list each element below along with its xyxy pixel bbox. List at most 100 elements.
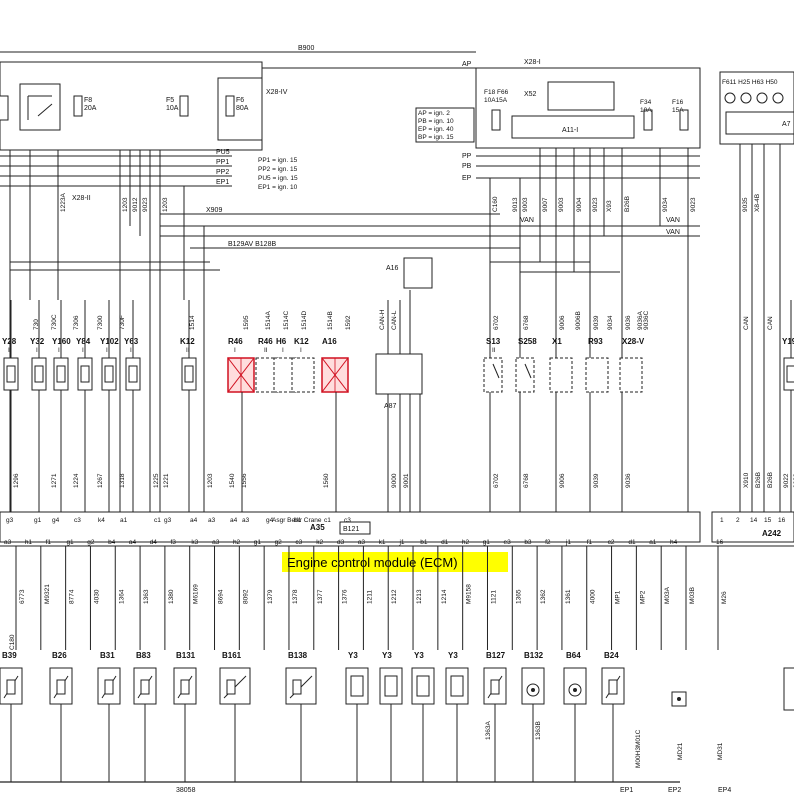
component-pin: II [492,347,496,354]
svg-text:20A: 20A [84,105,97,112]
bus-wire-number: 1556 [241,473,248,488]
top-wire-number: X8-4B [754,194,761,212]
component-name: R46 [228,337,243,346]
top-wire-number: 9023 [142,197,149,212]
top-wire-number: 1203 [162,197,169,212]
ecm-pin: k1 [379,539,386,546]
svg-text:EP1: EP1 [216,179,229,186]
ecm-pin: h4 [670,539,678,546]
mid-wire-number: CAN-L [391,310,398,330]
ecm-pin: j1 [398,539,404,546]
ecm-pin: b3 [524,539,532,546]
top-wire-number: 9013 [512,197,519,212]
svg-text:10A: 10A [640,107,652,114]
solenoid-winding [104,365,114,383]
mid-wire-number: 9036 [625,315,632,330]
component-name: K12 [294,337,309,346]
ecm-pin: g3 [6,517,14,524]
bottom-wire-number: MP2 [639,590,646,604]
top-wire-number: 9023 [592,197,599,212]
x28-iv-label: X28-IV [266,89,288,96]
ecm-pin: d4 [150,539,158,546]
svg-text:PP2: PP2 [216,169,229,176]
svg-text:F18 F66: F18 F66 [484,89,509,96]
bottom-wire-number: M6169 [193,584,200,604]
legend-mid: AP = ign. 2 PB = ign. 10 EP = ign. 40 BP… [415,107,475,143]
bottom-wire-number: 4000 [590,589,597,604]
component-name: X1 [552,337,562,346]
svg-text:BP = ign. 15: BP = ign. 15 [418,134,454,141]
mid-wire-number: CAN [767,316,774,330]
relay-coil [0,95,9,121]
top-wire-number: 9004 [576,197,583,212]
bus-wire-number: 1560 [323,473,330,488]
b129-label: B129AV B128B [228,241,276,248]
top-wire-number: 1223A [60,193,67,212]
mid-wire-number: 1514 [189,315,196,330]
sensor-name: Y3 [348,651,358,660]
sensor-b31: B31 [97,651,121,782]
component-name: R93 [588,337,603,346]
sensor-y3: Y3 [445,651,469,782]
bus-wire-number: 1203 [207,473,214,488]
bus-wire-number: 9001 [403,473,410,488]
svg-text:80A: 80A [236,105,249,112]
ecm-pin: f1 [46,539,52,546]
ep4-label: EP4 [718,787,731,794]
bus-wire-number: 1318 [119,473,126,488]
sensor-b83: B83 [133,651,157,782]
sensor-name: B131 [176,651,196,660]
component-name: X28-V [622,337,645,346]
sensor-b138: B138 [285,651,317,782]
mid-rails: PP PB EP [462,153,700,182]
component-pin: I [234,347,236,354]
sensor-b127: B127 [483,651,507,782]
component-pin: I [8,347,10,354]
svg-text:PB = ign. 10: PB = ign. 10 [418,118,454,125]
sensor-b132: B132 [521,651,545,782]
ecm-pin: g2 [275,539,283,546]
mid-wire-number: 1514B [327,311,334,330]
bus-wire-number: X910 [743,472,750,488]
ecm-pin: a3 [208,517,216,524]
sensor-name: B26 [52,651,67,660]
svg-text:EP: EP [462,175,472,182]
b121-box [339,521,371,535]
sensor-b161: B161 [219,651,251,782]
sensor-name: B138 [288,651,308,660]
van-1: VAN [520,217,534,224]
svg-text:EP1 = ign. 10: EP1 = ign. 10 [258,184,298,191]
solenoid-winding [34,365,44,383]
component-name: H6 [276,337,287,346]
component-name: Y32 [30,337,45,346]
component-name: S258 [518,337,537,346]
sensor-name: Y3 [414,651,424,660]
left-rails: PU5 PP1 PP2 EP1 [0,149,232,187]
bottom-wire-number: 1213 [416,589,423,604]
component-name: K12 [180,337,195,346]
ecm-pin: d3 [337,539,345,546]
component-pin: I [300,347,302,354]
ecm-pin: c3 [295,539,302,546]
ecm-pin: a4 [190,517,198,524]
bus-wire-number: 6702 [493,473,500,488]
component-h6: H6I [273,337,297,393]
ecm-pin: h2 [233,539,241,546]
component-a16: A16 [321,337,349,512]
ecm-pin: a3 [212,539,220,546]
sensor-name: Y3 [448,651,458,660]
mid-wire-number: CAN-H [379,309,386,330]
ecm-pin: d1 [441,539,449,546]
mid-wire-number: 9034 [607,315,614,330]
component-x1: X1 [549,337,573,393]
fuse-f8: F8 20A [73,95,97,117]
svg-text:F8: F8 [84,97,92,104]
fuse-f18: F18 F66 10A15A [484,89,509,131]
bottom-extra-labels: C180 1363A 1363B M00H3M01C MD21 MD31 [9,634,724,768]
ground-rail-label: 38058 [176,787,196,794]
mid-wire-number: 730 [33,319,40,330]
